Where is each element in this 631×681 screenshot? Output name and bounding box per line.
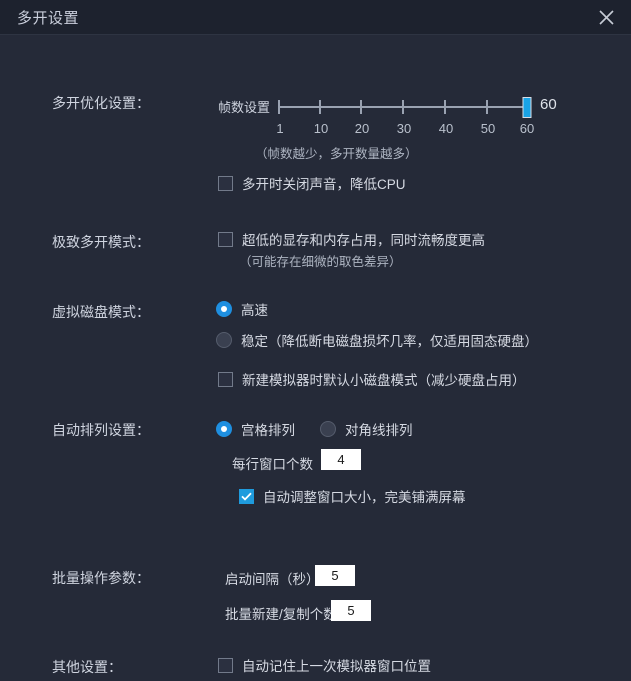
- arrange-radio-grid[interactable]: 宫格排列: [216, 419, 295, 439]
- title-bar: 多开设置: [0, 0, 631, 35]
- start-interval-label: 启动间隔（秒）: [225, 572, 320, 587]
- fps-tick-label: 40: [438, 121, 454, 136]
- remember-window-position-checkbox[interactable]: 自动记住上一次模拟器窗口位置: [218, 655, 431, 675]
- settings-content: 多开优化设置： 帧数设置 1 10 20 30 40 50 60 60 （帧数越…: [0, 35, 631, 681]
- section-label-disk: 虚拟磁盘模式：: [52, 304, 150, 320]
- fps-tick-label: 20: [354, 121, 370, 136]
- disk-mode-fast-label: 高速: [241, 303, 268, 318]
- fps-tick-label: 1: [276, 121, 284, 136]
- checkbox-box: [218, 657, 233, 673]
- section-label-extreme: 极致多开模式：: [52, 234, 150, 250]
- extreme-mode-checkbox[interactable]: 超低的显存和内存占用，同时流畅度更高: [218, 229, 485, 249]
- arrange-radio-diagonal[interactable]: 对角线排列: [320, 419, 413, 439]
- remember-window-position-label: 自动记住上一次模拟器窗口位置: [242, 659, 431, 674]
- disk-mode-stable-label: 稳定（降低断电磁盘损坏几率，仅适用固态硬盘）: [241, 334, 538, 349]
- radio-box: [320, 421, 336, 437]
- extreme-mode-hint: （可能存在细微的取色差异）: [239, 255, 402, 269]
- autofit-window-label: 自动调整窗口大小，完美铺满屏幕: [263, 490, 466, 505]
- checkbox-box: [239, 488, 254, 504]
- checkbox-box: [218, 175, 233, 191]
- fps-slider-tick: [360, 100, 362, 114]
- fps-slider-track: [278, 106, 530, 108]
- fps-slider[interactable]: 1 10 20 30 40 50 60: [276, 97, 534, 136]
- per-row-count-input[interactable]: [321, 449, 361, 470]
- disk-mode-radio-stable[interactable]: 稳定（降低断电磁盘损坏几率，仅适用固态硬盘）: [216, 330, 538, 350]
- section-label-arrange: 自动排列设置：: [52, 422, 150, 438]
- arrange-diagonal-label: 对角线排列: [345, 423, 413, 438]
- arrange-grid-label: 宫格排列: [241, 423, 295, 438]
- fps-slider-handle[interactable]: [522, 97, 532, 118]
- checkbox-box: [218, 231, 233, 247]
- fps-slider-tick: [278, 100, 280, 114]
- close-button[interactable]: [587, 0, 625, 34]
- mute-on-multi-label: 多开时关闭声音，降低CPU: [242, 177, 406, 192]
- fps-hint: （帧数越少，多开数量越多）: [255, 147, 418, 161]
- fps-slider-tick: [444, 100, 446, 114]
- fps-slider-value: 60: [540, 96, 557, 113]
- radio-box: [216, 332, 232, 348]
- small-disk-default-checkbox[interactable]: 新建模拟器时默认小磁盘模式（减少硬盘占用）: [218, 369, 526, 389]
- fps-slider-label: 帧数设置: [218, 100, 271, 115]
- fps-slider-tick: [402, 100, 404, 114]
- small-disk-default-label: 新建模拟器时默认小磁盘模式（减少硬盘占用）: [242, 373, 526, 388]
- extreme-mode-label: 超低的显存和内存占用，同时流畅度更高: [242, 233, 485, 248]
- fps-tick-label: 30: [396, 121, 412, 136]
- close-icon: [598, 9, 615, 26]
- fps-tick-label: 10: [313, 121, 329, 136]
- disk-mode-radio-fast[interactable]: 高速: [216, 299, 268, 319]
- window-title: 多开设置: [17, 9, 80, 27]
- start-interval-input[interactable]: [315, 565, 355, 586]
- checkbox-box: [218, 371, 233, 387]
- section-label-batch: 批量操作参数：: [52, 570, 150, 586]
- fps-tick-label: 60: [519, 121, 535, 136]
- fps-tick-label: 50: [480, 121, 496, 136]
- per-row-count-label: 每行窗口个数: [232, 457, 313, 472]
- radio-box: [216, 421, 232, 437]
- batch-count-label: 批量新建/复制个数: [225, 607, 337, 622]
- autofit-window-checkbox[interactable]: 自动调整窗口大小，完美铺满屏幕: [239, 486, 466, 506]
- batch-count-input[interactable]: [331, 600, 371, 621]
- radio-box: [216, 301, 232, 317]
- fps-slider-tick: [319, 100, 321, 114]
- section-label-other: 其他设置：: [52, 659, 122, 675]
- section-label-optimize: 多开优化设置：: [52, 95, 150, 111]
- fps-slider-tick: [486, 100, 488, 114]
- mute-on-multi-checkbox[interactable]: 多开时关闭声音，降低CPU: [218, 173, 406, 193]
